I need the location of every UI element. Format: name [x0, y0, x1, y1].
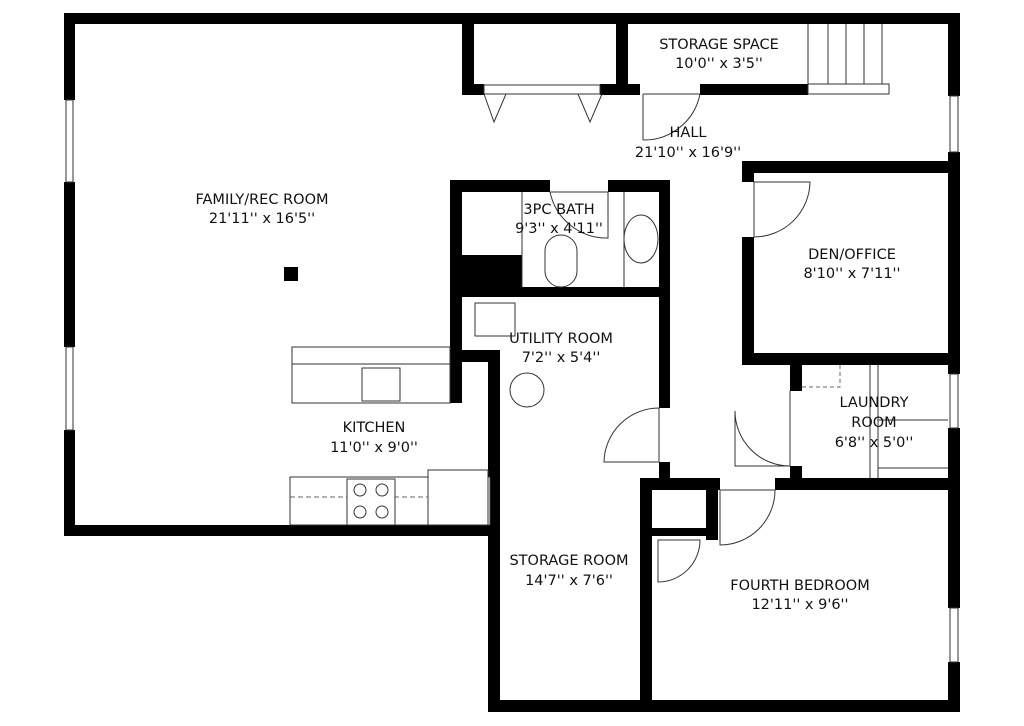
room-name-laundry: LAUNDRY [840, 395, 909, 411]
door-swing-icon [549, 191, 609, 239]
sink-icon [623, 214, 659, 264]
door-swing-icon [657, 539, 701, 583]
door-swing-icon [734, 391, 791, 467]
stairs [807, 24, 890, 95]
window [65, 99, 74, 183]
room-name-bath: 3PC BATH [523, 202, 594, 218]
furnace-icon [509, 372, 545, 408]
room-size-storage-room: 14'7'' x 7'6'' [525, 573, 613, 589]
window [949, 95, 959, 153]
fixtures [65, 24, 959, 663]
toilet-icon [544, 234, 578, 288]
room-name-kitchen: KITCHEN [343, 420, 406, 436]
door-swing-icon [719, 489, 776, 546]
room-name-laundry-2: ROOM [851, 415, 896, 431]
room-name-storage-space: STORAGE SPACE [659, 37, 779, 53]
stove-icon [346, 478, 396, 526]
room-size-kitchen: 11'0'' x 9'0'' [330, 440, 418, 456]
room-size-bath: 9'3'' x 4'11'' [515, 221, 603, 237]
room-size-family: 21'11'' x 16'5'' [209, 211, 315, 227]
water-heater-icon [474, 302, 516, 337]
room-size-hall: 21'10'' x 16'9'' [635, 145, 741, 161]
window [65, 346, 74, 431]
window [949, 373, 959, 429]
room-size-utility: 7'2'' x 5'4'' [522, 350, 601, 366]
room-labels: FAMILY/REC ROOM 21'11'' x 16'5'' STORAGE… [196, 37, 914, 613]
sink-icon [361, 367, 401, 402]
walls [64, 13, 960, 712]
door-swing-icon [753, 181, 811, 238]
closet-door [483, 84, 601, 95]
room-name-hall: HALL [670, 125, 707, 141]
room-name-bedroom: FOURTH BEDROOM [730, 578, 869, 594]
door-swing-icon [642, 93, 701, 141]
room-name-den: DEN/OFFICE [808, 247, 896, 263]
bifold-door-icon [483, 93, 603, 124]
room-size-storage-space: 10'0'' x 3'5'' [675, 56, 763, 72]
room-size-bedroom: 12'11'' x 9'6'' [751, 597, 848, 613]
door-swing-icon [603, 407, 660, 463]
post-icon [284, 267, 298, 281]
room-size-laundry: 6'8'' x 5'0'' [835, 435, 914, 451]
window [949, 607, 959, 663]
room-name-family: FAMILY/REC ROOM [196, 192, 329, 208]
room-size-den: 8'10'' x 7'11'' [803, 266, 900, 282]
room-name-storage-room: STORAGE ROOM [509, 553, 628, 569]
room-name-utility: UTILITY ROOM [509, 331, 613, 347]
